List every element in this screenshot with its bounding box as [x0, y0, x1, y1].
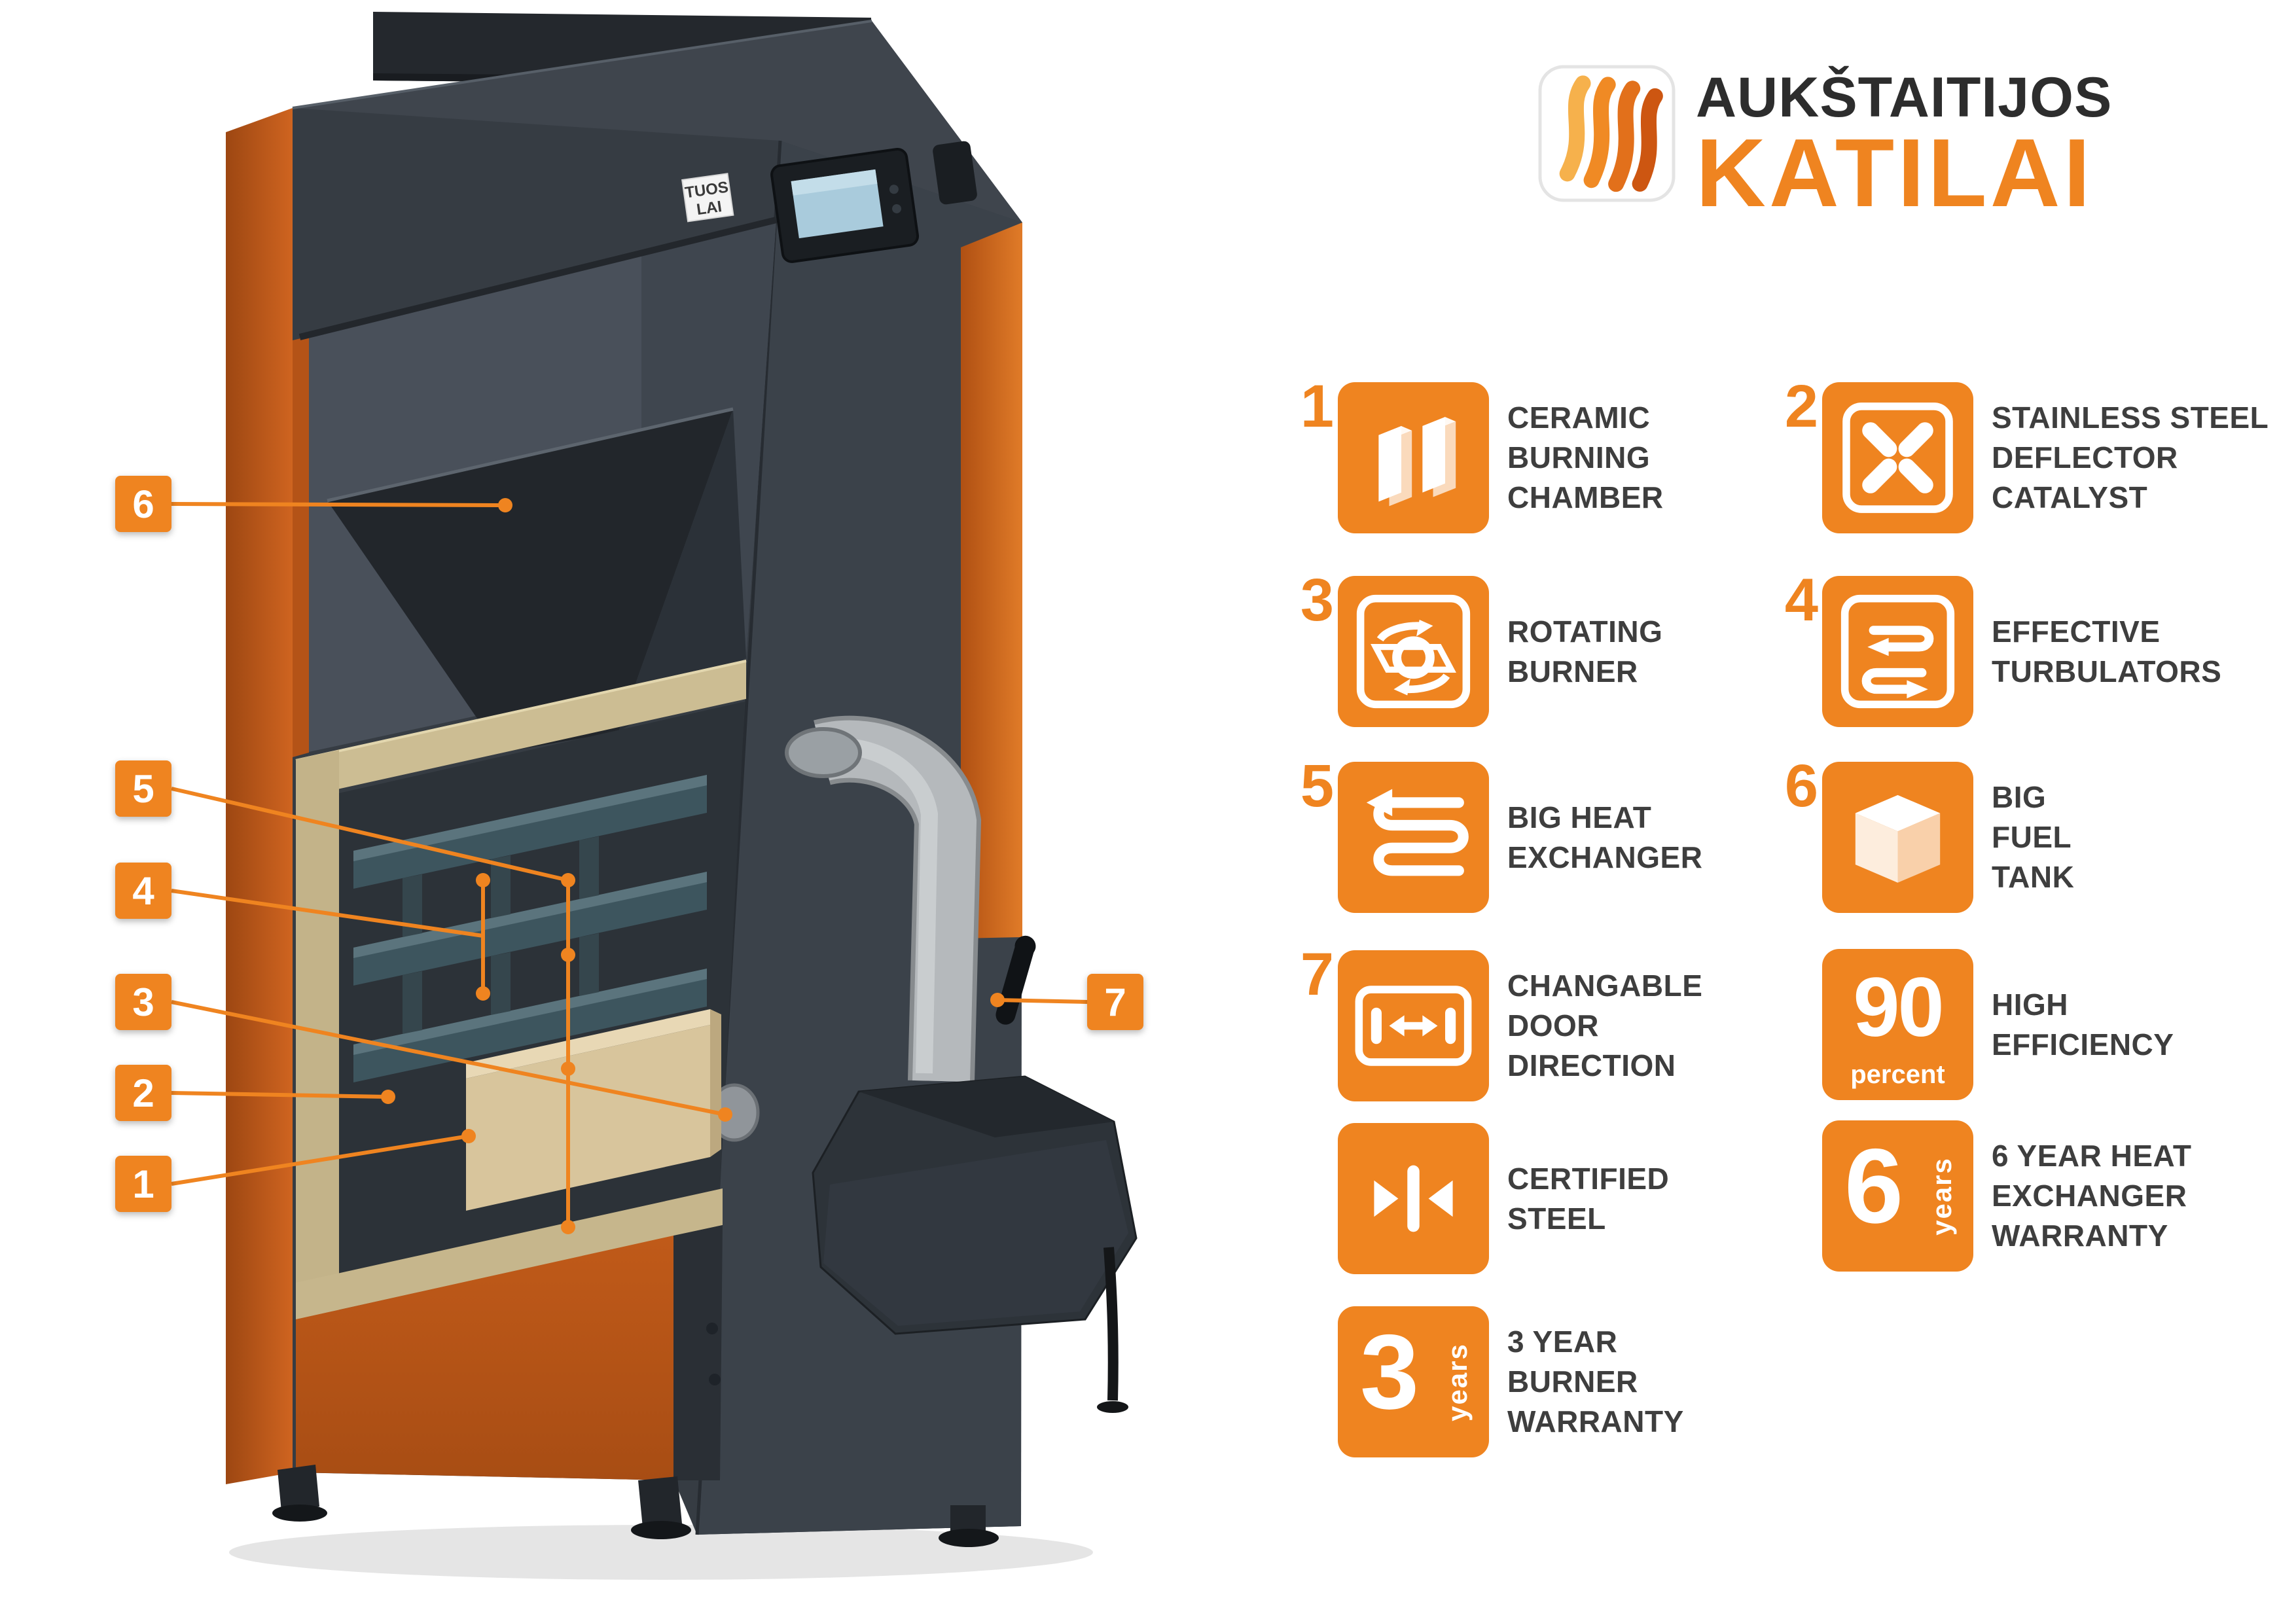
feature-ceramic-burning-chamber: 1 CERAMIC BURNING CHAMBER — [1291, 373, 1664, 533]
callout-label-7: 7 — [1087, 974, 1143, 1030]
boiler-feet — [272, 1323, 999, 1547]
callout-label-1: 1 — [115, 1156, 171, 1212]
left-orange-panel — [226, 108, 293, 1484]
brand-name: AUKŠTAITIJOS KATILAI — [1696, 64, 2113, 227]
callout-lines — [171, 498, 1088, 1234]
feature-high-efficiency: 90 percent HIGH EFFICIENCY — [1775, 949, 2174, 1100]
feature-certified-steel: CERTIFIED STEEL — [1291, 1123, 1669, 1274]
feature-label: CHANGABLE DOOR DIRECTION — [1507, 969, 1703, 1082]
door-direction-tile — [1338, 950, 1489, 1101]
certified-steel-tile — [1338, 1123, 1489, 1274]
control-display — [770, 148, 920, 263]
callout-label-4: 4 — [115, 863, 171, 919]
feature-number: 5 — [1300, 753, 1334, 819]
insulation-frame — [295, 660, 747, 1322]
fuel-tank-icon — [1855, 794, 1941, 883]
right-orange-strip — [961, 223, 1022, 938]
feature-number: 4 — [1784, 567, 1818, 633]
door-direction-icon — [1355, 986, 1472, 1066]
feature-3-year-burner-warranty: 3 years 3 YEAR BURNER WARRANTY — [1291, 1306, 1684, 1457]
feature-label: HIGH EFFICIENCY — [1992, 987, 2174, 1061]
ceramic-plates-icon — [1378, 417, 1456, 507]
feature-number: 3 — [1300, 567, 1334, 633]
warranty-6-years-tile: 6 years — [1822, 1120, 1973, 1272]
deflector-catalyst-icon — [1842, 402, 1953, 513]
efficiency-90-percent-tile: 90 percent — [1822, 949, 1973, 1100]
floor-shadow — [229, 1525, 1093, 1580]
feature-rotating-burner: 3 ROTATING BURNER — [1291, 567, 1663, 727]
feature-label: ROTATING BURNER — [1507, 614, 1663, 688]
deflector-catalyst-tile — [1822, 382, 1973, 533]
feature-number: 6 — [1784, 753, 1818, 819]
feature-label: EFFECTIVE TURBULATORS — [1992, 614, 2222, 688]
turbulators-icon — [1840, 594, 1955, 709]
warranty-years-unit: years — [1442, 1342, 1473, 1421]
brand-sticker: TUOS LAI — [681, 173, 734, 223]
certified-steel-icon — [1374, 1165, 1453, 1232]
hopper-funnel — [327, 409, 733, 753]
burner-unit — [812, 1075, 1138, 1413]
heat-exchanger-coil-icon — [1366, 789, 1469, 876]
svg-text:LAI: LAI — [696, 198, 723, 219]
side-control-box — [933, 141, 977, 205]
heat-exchanger-tile — [1338, 762, 1489, 913]
brand-name-top: AUKŠTAITIJOS — [1696, 66, 2113, 129]
feature-number: 7 — [1300, 941, 1334, 1008]
ceramic-plates-tile — [1338, 382, 1489, 533]
lower-front-panel — [296, 1236, 673, 1480]
feature-changable-door-direction: 7 CHANGABLE DOOR DIRECTION — [1291, 941, 1703, 1101]
rotating-burner-icon — [1356, 594, 1471, 709]
feature-big-fuel-tank: 6 BIG FUEL TANK — [1775, 753, 2075, 913]
warranty-3-years-tile: 3 years — [1338, 1306, 1489, 1457]
flue-pipe — [785, 715, 982, 1082]
feature-label: BIG FUEL TANK — [1992, 780, 2075, 894]
warranty-years-unit: years — [1926, 1156, 1958, 1236]
feature-number: 1 — [1300, 373, 1334, 440]
callout-label-5: 5 — [115, 760, 171, 817]
feature-label: CERTIFIED STEEL — [1507, 1161, 1670, 1236]
feature-label: 6 YEAR HEAT EXCHANGER WARRANTY — [1992, 1139, 2192, 1253]
feature-label: STAINLESS STEEL DEFLECTOR CATALYST — [1992, 401, 2269, 514]
door-handle — [996, 935, 1036, 1025]
callout-label-6: 6 — [115, 476, 171, 532]
feature-big-heat-exchanger: 5 BIG HEAT EXCHANGER — [1291, 753, 1703, 913]
flame-stripes-icon — [1538, 65, 1676, 202]
feature-label: BIG HEAT EXCHANGER — [1507, 800, 1703, 874]
warranty-years-number: 6 — [1844, 1127, 1904, 1245]
combustion-chamber-cutaway — [295, 660, 760, 1480]
brand-name-bottom: KATILAI — [1696, 119, 2094, 227]
warranty-years-number: 3 — [1360, 1313, 1420, 1431]
rotating-burner-tile — [1338, 576, 1489, 727]
turbulators-tile — [1822, 576, 1973, 727]
fuel-hopper-cutaway — [293, 217, 778, 757]
fuel-tank-tile — [1822, 762, 1973, 913]
feature-6-year-heat-exchanger-warranty: 6 years 6 YEAR HEAT EXCHANGER WARRANTY — [1775, 1120, 2191, 1272]
brand-logo: AUKŠTAITIJOS KATILAI — [1537, 64, 2113, 227]
callout-label-3: 3 — [115, 974, 171, 1030]
firebrick — [466, 1009, 721, 1211]
callout-label-2: 2 — [115, 1065, 171, 1121]
efficiency-number: 90 — [1853, 961, 1944, 1054]
feature-stainless-deflector-catalyst: 2 STAINLESS STEEL DEFLECTOR CATALYST — [1775, 373, 2269, 533]
feature-effective-turbulators: 4 EFFECTIVE TURBULATORS — [1775, 567, 2222, 727]
feature-label: 3 YEAR BURNER WARRANTY — [1507, 1325, 1684, 1438]
heat-exchanger-plates — [353, 775, 707, 1082]
feature-number: 2 — [1784, 373, 1818, 440]
efficiency-unit: percent — [1850, 1060, 1945, 1089]
feature-label: CERAMIC BURNING CHAMBER — [1507, 401, 1664, 514]
